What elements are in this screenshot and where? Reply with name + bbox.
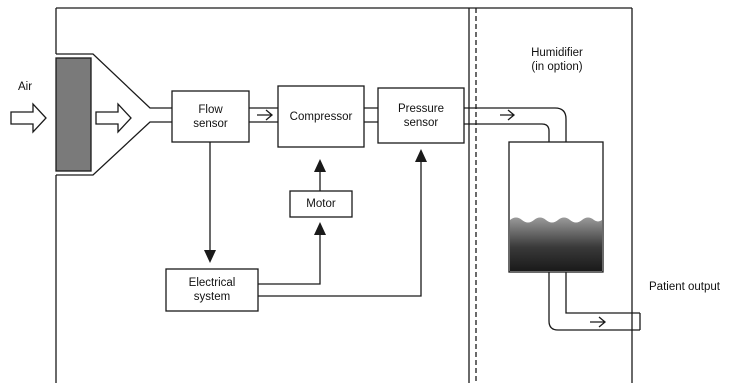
arrowhead-motor bbox=[314, 222, 326, 235]
motor-label: Motor bbox=[306, 198, 336, 210]
patient-output-label: Patient output bbox=[649, 281, 720, 293]
arrowhead-electrical bbox=[204, 250, 216, 263]
electrical-system-label-line2: system bbox=[193, 291, 231, 303]
line-electrical-to-pressure bbox=[258, 162, 422, 297]
humidifier-chamber bbox=[508, 141, 604, 273]
flow-sensor-label-line2: sensor bbox=[193, 117, 228, 130]
arrowhead-compressor bbox=[314, 159, 326, 172]
flow-arrow-2 bbox=[500, 109, 516, 121]
flow-sensor-label-line1: Flow bbox=[198, 103, 223, 116]
internal-air-arrow bbox=[95, 102, 132, 134]
pipe-compressor-pressure bbox=[364, 107, 378, 123]
motor-box bbox=[289, 190, 353, 218]
electrical-system-box bbox=[165, 268, 259, 312]
pressure-sensor-label-line2: sensor bbox=[403, 116, 439, 129]
electrical-system-label: Electrical system bbox=[166, 269, 258, 311]
line-electrical-to-motor bbox=[258, 234, 321, 285]
flow-arrow-3 bbox=[590, 316, 607, 328]
humidifier-label-line1: Humidifier bbox=[531, 47, 583, 59]
air-label: Air bbox=[18, 81, 33, 93]
electrical-system-label-line1: Electrical bbox=[188, 277, 236, 289]
humidifier-label: Humidifier (in option) bbox=[515, 44, 599, 76]
pressure-sensor-label-line1: Pressure bbox=[397, 102, 445, 115]
pressure-sensor-label: Pressure sensor bbox=[378, 88, 464, 143]
air-filter bbox=[55, 57, 92, 172]
flow-arrow-1 bbox=[257, 109, 274, 121]
pipe-to-humidifier bbox=[464, 107, 567, 142]
pipe-flow-compressor bbox=[249, 107, 278, 123]
inlet-funnel bbox=[56, 53, 172, 176]
pipe-patient-output bbox=[548, 272, 640, 331]
air-inlet-arrow bbox=[10, 102, 47, 134]
compressor-box bbox=[277, 85, 365, 148]
humidifier-water bbox=[510, 217, 602, 271]
compressor-label: Compressor bbox=[289, 110, 353, 123]
arrowhead-pressure-sensor bbox=[415, 149, 427, 162]
humidifier-label-line2: (in option) bbox=[531, 61, 583, 73]
flow-sensor-label: Flow sensor bbox=[172, 91, 249, 142]
pressure-sensor-box bbox=[377, 87, 465, 144]
